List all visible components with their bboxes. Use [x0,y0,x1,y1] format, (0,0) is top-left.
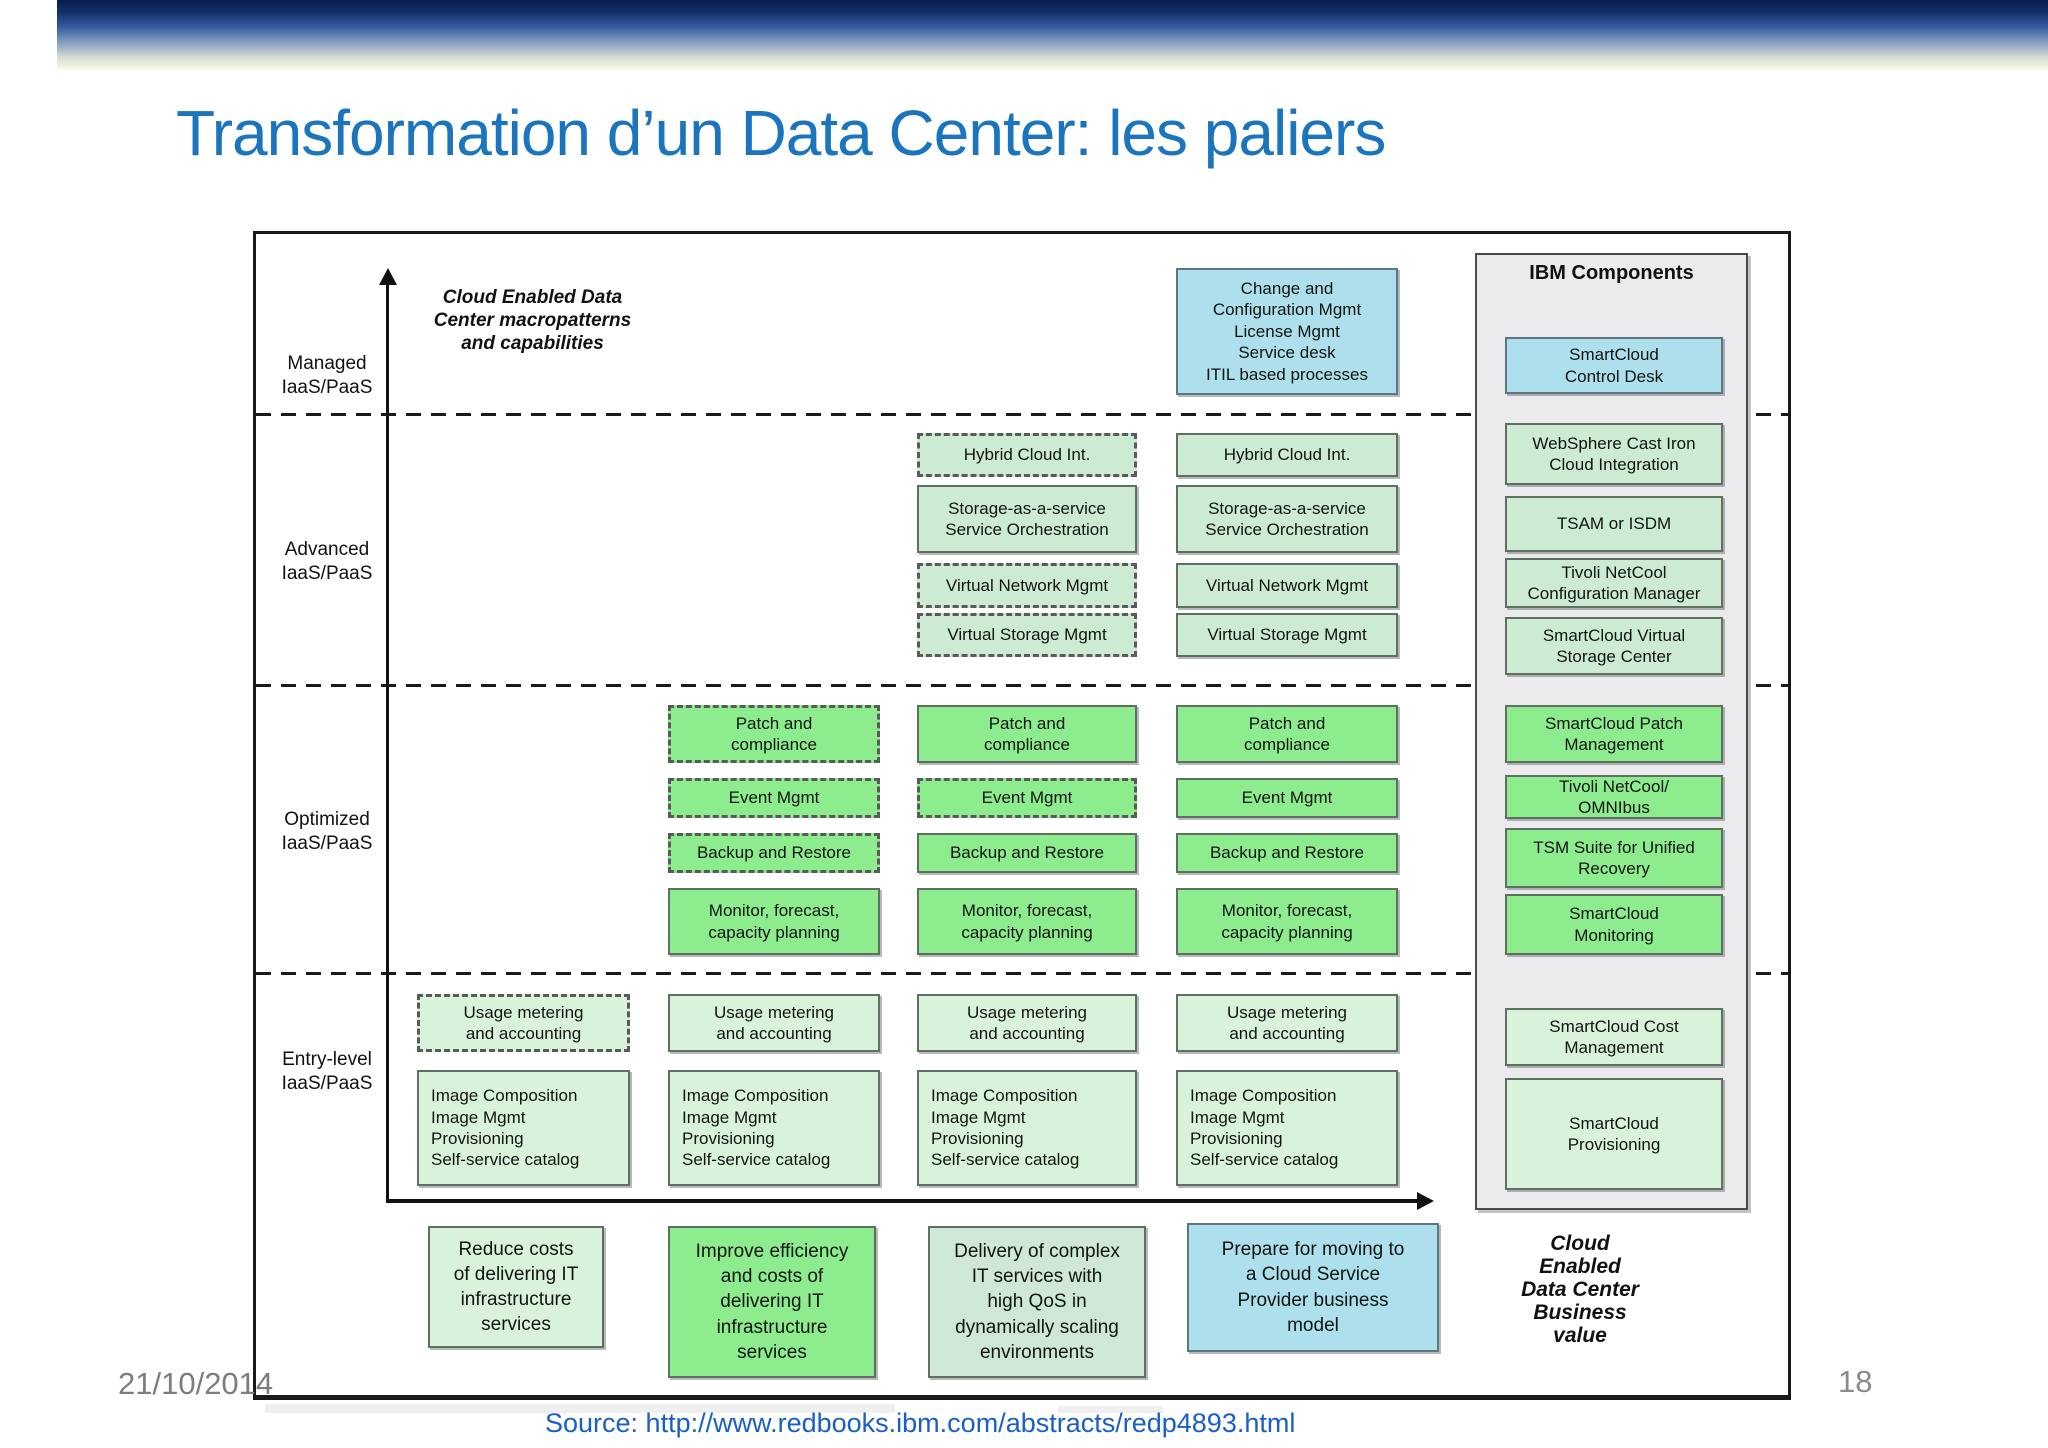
box-image-composition-c4: Image Composition Image Mgmt Provisionin… [1176,1070,1398,1186]
box-ibm-smartcloud-provisioning: SmartCloud Provisioning [1505,1078,1723,1190]
box-patch-compliance-c2: Patch and compliance [668,705,880,763]
axis-caption: Cloud Enabled Data Center macropatterns … [433,287,632,355]
box-monitor-forecast-c4: Monitor, forecast, capacity planning [1176,888,1398,955]
box-change-configuration-mgmt: Change and Configuration Mgmt License Mg… [1176,268,1398,395]
box-backup-restore-c3: Backup and Restore [917,833,1137,873]
box-storage-service-orchestration: Storage-as-a-service Service Orchestrati… [1176,485,1398,553]
box-usage-metering-c4: Usage metering and accounting [1176,994,1398,1052]
ghost-text-remnant [1058,1406,1163,1413]
tier-label-managed: Managed IaaS/PaaS [281,353,373,398]
tier-label-advanced: Advanced IaaS/PaaS [281,539,373,584]
tier-divider-managed [256,413,1788,416]
tier-label-optimized: Optimized IaaS/PaaS [281,809,373,854]
box-backup-restore-c4: Backup and Restore [1176,833,1398,873]
tier-divider-advanced [256,684,1788,687]
box-virtual-storage-mgmt-dashed: Virtual Storage Mgmt [917,613,1137,657]
box-ibm-smartcloud-cost-mgmt: SmartCloud Cost Management [1505,1008,1723,1066]
box-image-composition-c3: Image Composition Image Mgmt Provisionin… [917,1070,1137,1186]
box-usage-metering-c3: Usage metering and accounting [917,994,1137,1052]
box-ibm-websphere-cast-iron: WebSphere Cast Iron Cloud Integration [1505,423,1723,485]
box-ibm-smartcloud-patch-mgmt: SmartCloud Patch Management [1505,705,1723,763]
box-virtual-network-mgmt: Virtual Network Mgmt [1176,563,1398,608]
box-ibm-smartcloud-virtual-storage: SmartCloud Virtual Storage Center [1505,617,1723,675]
box-value-improve-efficiency: Improve efficiency and costs of deliveri… [668,1226,876,1378]
box-patch-compliance-c4: Patch and compliance [1176,705,1398,763]
box-ibm-tsam-isdm: TSAM or ISDM [1505,496,1723,552]
box-event-mgmt-c3: Event Mgmt [917,778,1137,818]
box-ibm-smartcloud-monitoring: SmartCloud Monitoring [1505,894,1723,955]
box-ibm-netcool-omnibus: Tivoli NetCool/ OMNIbus [1505,775,1723,819]
box-ibm-netcool-configuration-manager: Tivoli NetCool Configuration Manager [1505,558,1723,608]
box-image-composition-c2: Image Composition Image Mgmt Provisionin… [668,1070,880,1186]
box-virtual-storage-mgmt: Virtual Storage Mgmt [1176,613,1398,657]
source-link[interactable]: Source: http://www.redbooks.ibm.com/abst… [545,1408,1296,1438]
box-value-delivery-complex: Delivery of complex IT services with hig… [928,1226,1146,1378]
footer-date: 21/10/2014 [118,1366,274,1401]
box-monitor-forecast-c2: Monitor, forecast, capacity planning [668,888,880,955]
tier-label-entry: Entry-level IaaS/PaaS [281,1049,373,1094]
box-ibm-tsm-unified-recovery: TSM Suite for Unified Recovery [1505,828,1723,888]
footer-page-number: 18 [1838,1364,1873,1399]
box-usage-metering-c1-dashed: Usage metering and accounting [417,994,630,1052]
box-virtual-network-mgmt-dashed: Virtual Network Mgmt [917,563,1137,608]
box-image-composition-c1: Image Composition Image Mgmt Provisionin… [417,1070,630,1186]
horizontal-axis-arrowhead-icon [1417,1192,1434,1210]
box-monitor-forecast-c3: Monitor, forecast, capacity planning [917,888,1137,955]
horizontal-axis-line [387,1199,1419,1203]
vertical-axis-line [386,283,389,1203]
slide-top-banner [57,0,2048,70]
page-title: Transformation d’un Data Center: les pal… [176,97,1386,169]
box-patch-compliance-c3: Patch and compliance [917,705,1137,763]
box-ibm-smartcloud-control-desk: SmartCloud Control Desk [1505,337,1723,394]
ghost-text-remnant [265,1404,895,1413]
box-value-prepare-provider: Prepare for moving to a Cloud Service Pr… [1187,1223,1439,1352]
box-backup-restore-c2: Backup and Restore [668,833,880,873]
box-event-mgmt-c2: Event Mgmt [668,778,880,818]
box-usage-metering-c2: Usage metering and accounting [668,994,880,1052]
box-value-reduce-costs: Reduce costs of delivering IT infrastruc… [428,1226,604,1348]
box-hybrid-cloud-int-dashed: Hybrid Cloud Int. [917,433,1137,477]
business-value-caption: Cloud Enabled Data Center Business value [1521,1232,1639,1348]
tier-divider-optimized [256,972,1788,975]
vertical-axis-arrowhead-icon [379,268,397,285]
box-event-mgmt-c4: Event Mgmt [1176,778,1398,818]
box-storage-service-orchestration-c3: Storage-as-a-service Service Orchestrati… [917,485,1137,553]
box-hybrid-cloud-int: Hybrid Cloud Int. [1176,433,1398,477]
ibm-components-header: IBM Components [1529,262,1694,284]
